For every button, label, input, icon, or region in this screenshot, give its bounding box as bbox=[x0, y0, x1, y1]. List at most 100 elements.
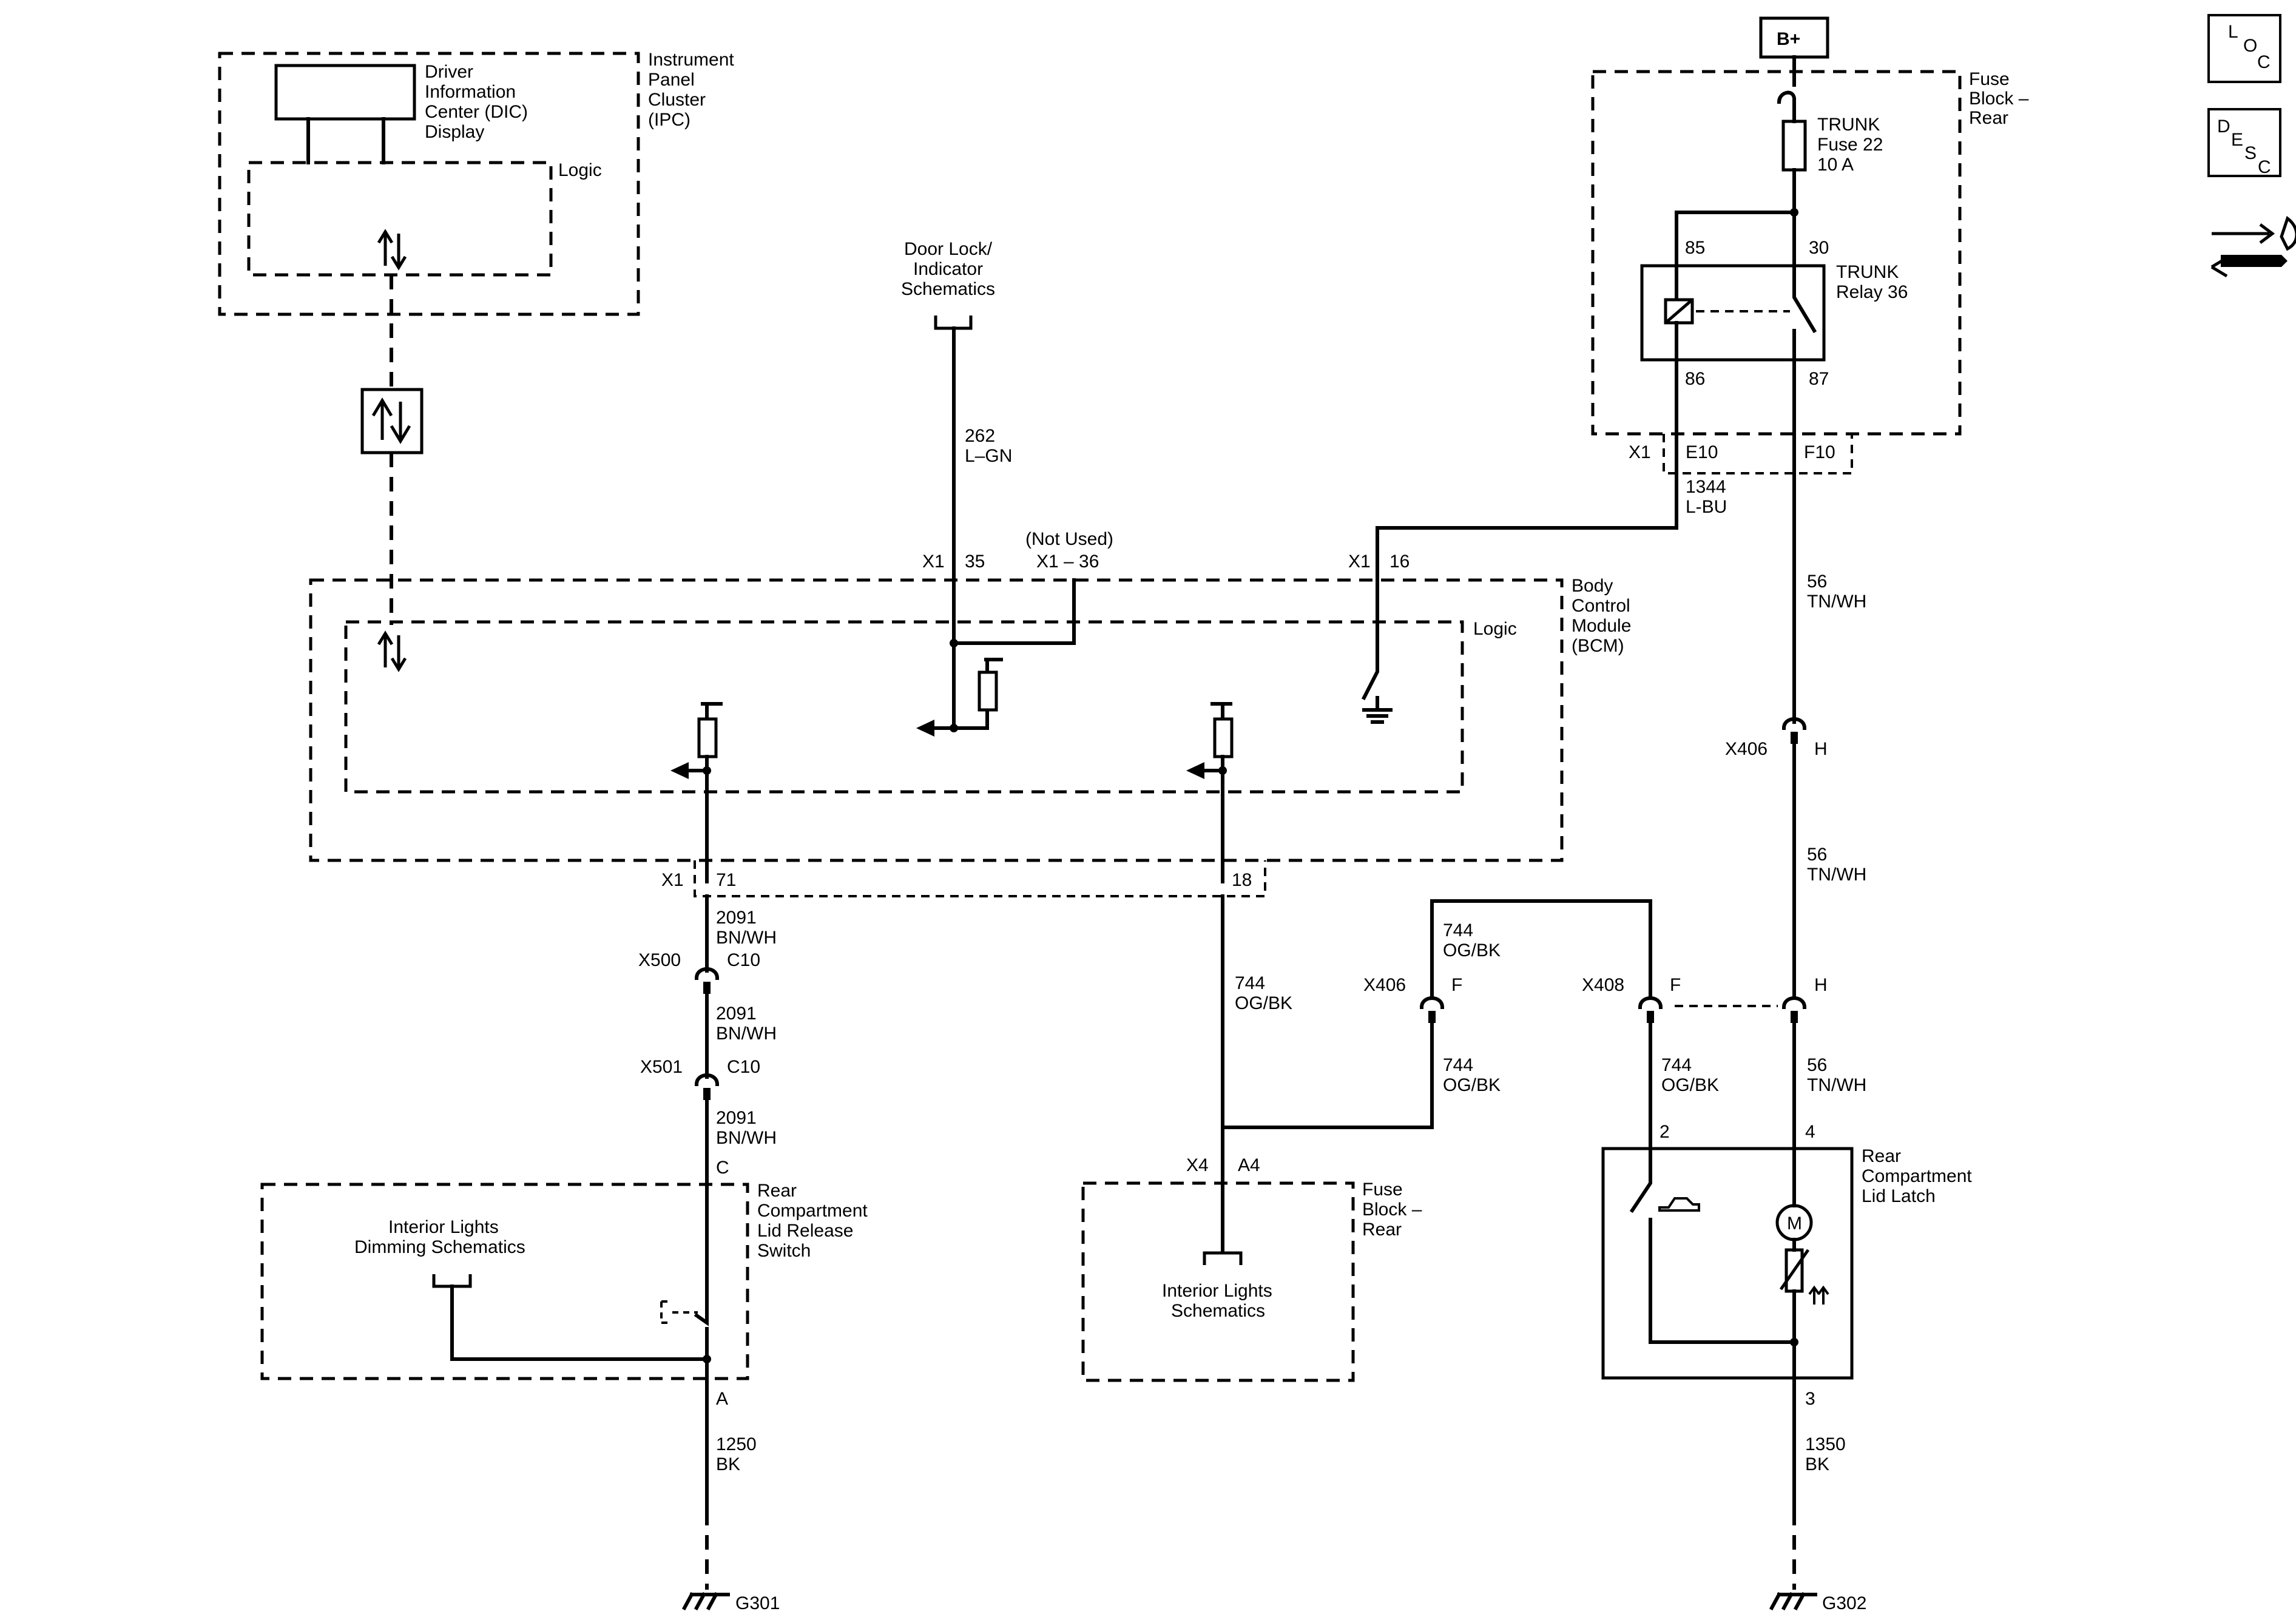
wire-1344: 1344 L-BU bbox=[1686, 477, 1727, 517]
b-plus-source: B+ bbox=[1759, 16, 1829, 59]
svg-text:2091: 2091 bbox=[716, 908, 757, 928]
svg-text:TN/WH: TN/WH bbox=[1807, 865, 1866, 885]
svg-text:2091: 2091 bbox=[716, 1108, 757, 1128]
svg-text:C10: C10 bbox=[727, 950, 760, 970]
desc-button[interactable]: D E S C bbox=[2207, 108, 2281, 177]
svg-text:H: H bbox=[1814, 975, 1828, 995]
svg-text:Rear: Rear bbox=[1862, 1146, 1901, 1166]
svg-text:2091: 2091 bbox=[716, 1004, 757, 1024]
svg-text:TN/WH: TN/WH bbox=[1807, 592, 1866, 612]
dic-label: Driver Information Center (DIC) Display bbox=[425, 62, 528, 142]
svg-text:X408: X408 bbox=[1582, 975, 1624, 995]
svg-text:16: 16 bbox=[1389, 552, 1410, 572]
svg-text:35: 35 bbox=[965, 552, 985, 572]
bcm-data-arrows-icon bbox=[377, 630, 407, 672]
svg-text:L-BU: L-BU bbox=[1686, 497, 1727, 517]
wire-56-b: 56 TN/WH bbox=[1807, 845, 1866, 885]
svg-text:X406: X406 bbox=[1363, 975, 1406, 995]
svg-text:Module: Module bbox=[1572, 616, 1631, 636]
svg-text:X1: X1 bbox=[661, 870, 684, 890]
svg-text:Interior Lights: Interior Lights bbox=[1162, 1281, 1272, 1301]
svg-text:18: 18 bbox=[1232, 870, 1252, 890]
svg-text:(BCM): (BCM) bbox=[1572, 636, 1624, 656]
ipc-label: Instrument Panel Cluster (IPC) bbox=[648, 50, 734, 130]
dic-display bbox=[274, 64, 416, 121]
svg-text:Display: Display bbox=[425, 122, 484, 142]
svg-text:F: F bbox=[1670, 975, 1681, 995]
svg-text:Door Lock/: Door Lock/ bbox=[904, 239, 993, 259]
svg-text:M: M bbox=[1787, 1214, 1802, 1234]
svg-text:86: 86 bbox=[1685, 369, 1705, 389]
svg-text:85: 85 bbox=[1685, 238, 1705, 258]
svg-text:3: 3 bbox=[1805, 1389, 1815, 1409]
svg-text:X500: X500 bbox=[638, 950, 681, 970]
svg-text:Compartment: Compartment bbox=[757, 1201, 868, 1221]
trunk-fuse-label: TRUNK Fuse 22 10 A bbox=[1817, 115, 1883, 175]
svg-text:C: C bbox=[716, 1158, 729, 1178]
wire-1250: 1250 BK bbox=[716, 1434, 757, 1474]
svg-text:1350: 1350 bbox=[1805, 1434, 1846, 1454]
svg-text:X1: X1 bbox=[922, 552, 945, 572]
wire-744-d: 744 OG/BK bbox=[1661, 1055, 1719, 1095]
svg-text:Compartment: Compartment bbox=[1862, 1166, 1972, 1186]
ipc-logic-box bbox=[247, 161, 553, 277]
svg-text:B+: B+ bbox=[1777, 29, 1800, 49]
svg-text:C: C bbox=[2257, 52, 2271, 72]
svg-text:Schematics: Schematics bbox=[901, 279, 995, 299]
svg-text:Rear: Rear bbox=[1362, 1220, 1402, 1240]
svg-text:BN/WH: BN/WH bbox=[716, 1128, 777, 1148]
svg-text:Block –: Block – bbox=[1362, 1200, 1422, 1220]
svg-text:OG/BK: OG/BK bbox=[1661, 1075, 1719, 1095]
svg-text:(Not Used): (Not Used) bbox=[1025, 529, 1113, 549]
svg-text:C10: C10 bbox=[727, 1057, 760, 1077]
svg-text:744: 744 bbox=[1661, 1055, 1692, 1075]
bcm-logic-box bbox=[344, 620, 1464, 794]
svg-text:X1: X1 bbox=[1629, 442, 1651, 462]
svg-text:L: L bbox=[2228, 22, 2238, 42]
lid-release-switch-box bbox=[260, 1183, 749, 1380]
svg-text:Interior Lights: Interior Lights bbox=[388, 1217, 499, 1237]
svg-text:G301: G301 bbox=[735, 1593, 780, 1613]
svg-text:Driver: Driver bbox=[425, 62, 473, 82]
svg-text:Block –: Block – bbox=[1969, 89, 2029, 109]
wire-1350: 1350 BK bbox=[1805, 1434, 1846, 1474]
svg-text:56: 56 bbox=[1807, 845, 1827, 865]
wire-2091-a: 2091 BN/WH bbox=[716, 908, 777, 948]
fuse-block-rear-top-label: Fuse Block – Rear bbox=[1969, 69, 2029, 128]
svg-text:Center (DIC): Center (DIC) bbox=[425, 102, 528, 122]
wire-744-a: 744 OG/BK bbox=[1235, 973, 1292, 1013]
wire-744-c: 744 OG/BK bbox=[1443, 1055, 1501, 1095]
svg-text:Indicator: Indicator bbox=[913, 259, 983, 279]
ground-g302-icon: G302 bbox=[1769, 1592, 1866, 1613]
svg-text:L–GN: L–GN bbox=[965, 446, 1012, 466]
trunk-relay-label: TRUNK Relay 36 bbox=[1836, 262, 1908, 302]
interior-lights-schematics-ref: Interior Lights Schematics bbox=[1162, 1281, 1272, 1321]
loc-button[interactable]: L O C bbox=[2207, 14, 2281, 83]
svg-text:S: S bbox=[2244, 143, 2257, 163]
svg-text:E: E bbox=[2231, 130, 2243, 150]
svg-text:Instrument: Instrument bbox=[648, 50, 734, 70]
door-lock-schematics-ref: Door Lock/ Indicator Schematics bbox=[901, 239, 995, 299]
svg-text:F10: F10 bbox=[1804, 442, 1835, 462]
svg-text:Information: Information bbox=[425, 82, 516, 102]
svg-text:F: F bbox=[1451, 975, 1462, 995]
svg-text:Fuse 22: Fuse 22 bbox=[1817, 135, 1883, 155]
wire-262: 262 L–GN bbox=[965, 426, 1012, 466]
svg-text:Schematics: Schematics bbox=[1171, 1301, 1265, 1321]
ground-g301-icon: G301 bbox=[681, 1592, 780, 1613]
svg-text:Fuse: Fuse bbox=[1969, 69, 2010, 89]
rear-lid-latch-box bbox=[1601, 1147, 1854, 1380]
svg-text:Fuse: Fuse bbox=[1362, 1180, 1403, 1200]
wire-56-a: 56 TN/WH bbox=[1807, 572, 1866, 612]
svg-text:87: 87 bbox=[1809, 369, 1829, 389]
svg-text:BN/WH: BN/WH bbox=[716, 1024, 777, 1044]
svg-text:OG/BK: OG/BK bbox=[1443, 1075, 1501, 1095]
svg-text:H: H bbox=[1814, 739, 1828, 759]
svg-text:744: 744 bbox=[1235, 973, 1265, 993]
svg-text:A: A bbox=[716, 1389, 728, 1409]
trunk-car-icon bbox=[1658, 1197, 1700, 1212]
serial-data-icon bbox=[360, 388, 424, 454]
connector-wrench-icon[interactable] bbox=[2210, 215, 2296, 278]
svg-text:TN/WH: TN/WH bbox=[1807, 1075, 1866, 1095]
svg-text:BK: BK bbox=[1805, 1454, 1829, 1474]
